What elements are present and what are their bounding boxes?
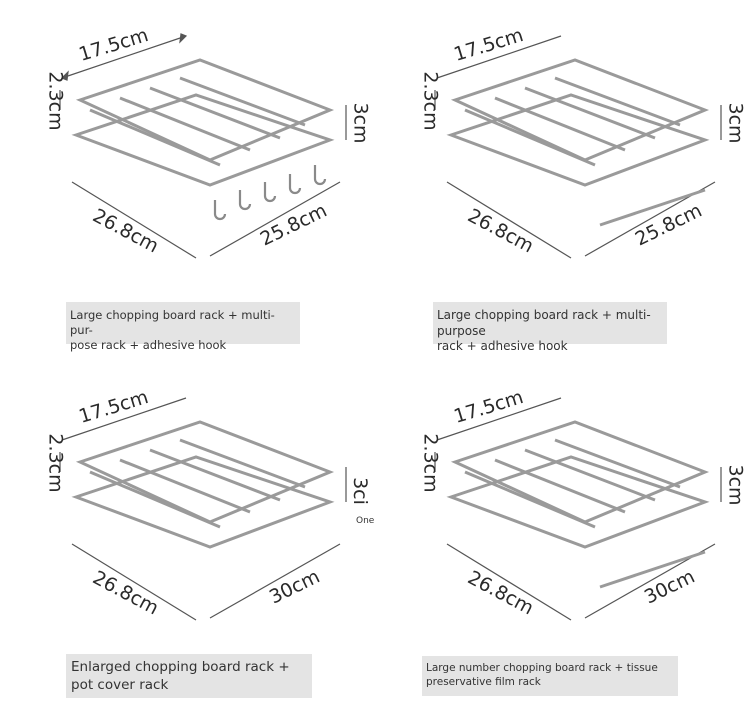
dim-right: 3cm [349,102,372,144]
caption-line: Enlarged chopping board rack + [71,659,290,675]
dim-left: 2.3cm [419,433,442,493]
caption-line: pot cover rack [71,676,169,693]
rack-illustration-4 [434,397,722,621]
product-panel-1: 17.5cm 2.3cm 3cm 26.8cm 25.8cm [0,0,375,362]
caption-panel-3: Enlarged chopping board rack + pot cover… [66,654,312,698]
caption-line: Large number chopping board rack + tissu… [426,662,658,674]
rack-illustration-1 [59,33,347,259]
caption-line: preservative film rack [426,675,541,688]
product-panel-4: 17.5cm 2.3cm 3cm 26.8cm 30cm [375,362,750,724]
product-panel-2: 17.5cm 2.3cm 3cm 26.8cm 25.8cm [375,0,750,362]
rack-illustration-2 [434,35,722,259]
caption-panel-1: Large chopping board rack + multi-pur- p… [66,302,300,352]
caption-panel-2: Large chopping board rack + multi-purpos… [433,302,667,353]
caption-panel-4: Large number chopping board rack + tissu… [422,656,678,696]
caption-line: pose rack + adhesive hook [70,337,227,352]
caption-line: rack + adhesive hook [437,339,568,354]
caption-line: Large chopping board rack + multi-purpos… [437,308,651,338]
caption-line: Large chopping board rack + multi-pur- [70,308,275,337]
dim-left: 2.3cm [44,433,67,493]
product-panel-3: 17.5cm 2.3cm 3ci One 26.8cm 30cm [0,362,375,724]
dim-right-note: One [356,516,375,526]
dim-right: 3ci [348,477,371,505]
rack-illustration-3 [59,397,347,621]
dim-right: 3cm [724,464,747,506]
dim-right: 3cm [724,102,747,144]
dim-left: 2.3cm [419,71,442,131]
dim-left: 2.3cm [44,71,67,131]
